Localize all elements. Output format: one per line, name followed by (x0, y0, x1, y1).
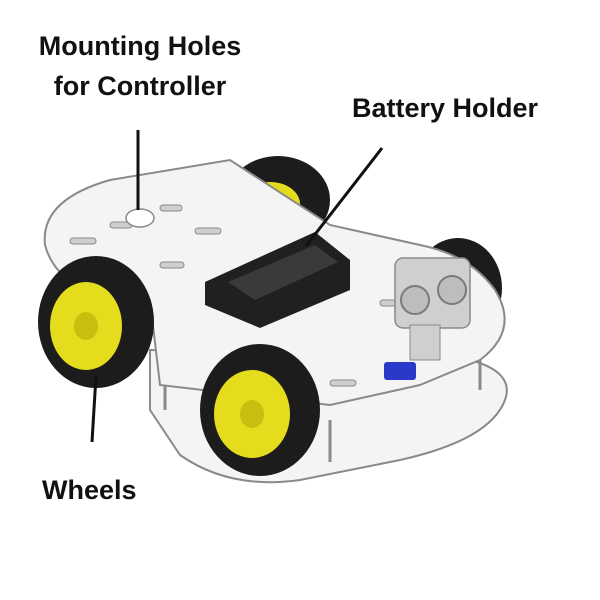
mounting-holes-label-line1: Mounting Holes (38, 31, 242, 61)
wheels-leader-line (90, 375, 98, 443)
battery-holder-label: Battery Holder (352, 93, 539, 123)
wheels-label: Wheels (42, 475, 137, 505)
front-left-wheel (38, 256, 154, 388)
mounting-hole (125, 208, 155, 228)
mounting-holes-label-line2: for Controller (53, 71, 227, 101)
ultrasonic-sensor (394, 257, 471, 361)
front-right-wheel (200, 344, 320, 476)
mounting-holes-label: Mounting Holes for Controller (20, 26, 260, 106)
servo-motor (384, 362, 416, 380)
battery-holder (205, 232, 350, 328)
battery-holder-leader-line (304, 147, 384, 247)
